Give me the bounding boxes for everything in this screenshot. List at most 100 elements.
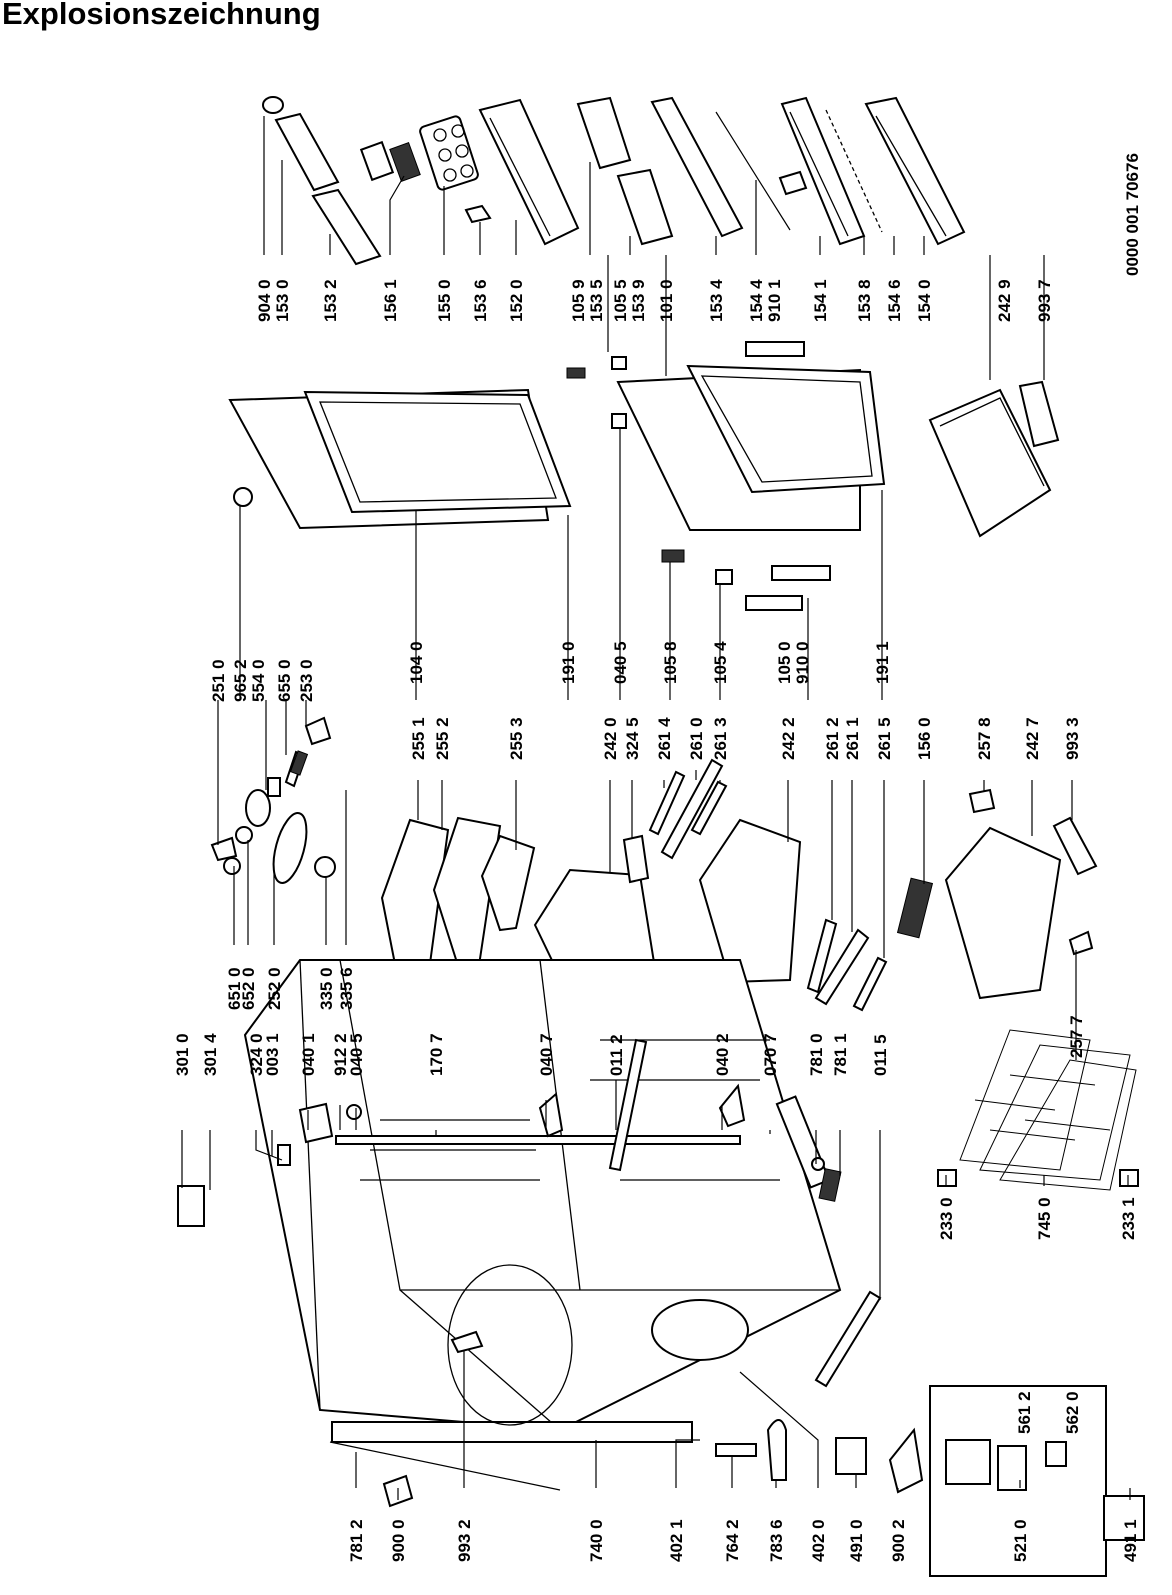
label-402-0: 402 0 [809, 1519, 828, 1562]
rail-261-1-icon [814, 928, 870, 1006]
label-040-5-a: 040 5 [611, 641, 630, 684]
bracket-910-1-icon [745, 341, 805, 357]
label-153-8: 153 8 [855, 279, 874, 322]
clip-257-7-icon [1068, 930, 1094, 956]
knob-253-0-icon [304, 716, 332, 746]
label-255-3: 255 3 [507, 717, 526, 760]
gasket-191-1-icon [686, 364, 886, 494]
label-040-5-b: 040 5 [347, 1033, 366, 1076]
label-900-0: 900 0 [389, 1519, 408, 1562]
label-781-0: 781 0 [807, 1033, 826, 1076]
socket-652-0-icon [235, 826, 253, 844]
foot-233-0-icon [937, 1169, 957, 1187]
label-152-0: 152 0 [507, 279, 526, 322]
label-104-0: 104 0 [407, 641, 426, 684]
lower-door-group [566, 341, 886, 611]
label-153-5: 153 5 [587, 279, 606, 322]
label-335-0: 335 0 [317, 967, 336, 1010]
tube-783-6-icon [766, 1419, 787, 1481]
cabinet-body-icon [243, 959, 842, 1432]
part-655-0-icon [267, 777, 281, 797]
label-040-7: 040 7 [537, 1033, 556, 1076]
label-105-0: 105 0 [775, 641, 794, 684]
shelf-154-0-icon [864, 96, 966, 246]
leader-lines [181, 116, 1131, 1500]
basket-745-0-b-icon [979, 1044, 1131, 1181]
hinge-105-9-icon [566, 367, 586, 379]
filter-764-2-icon [715, 1443, 757, 1457]
part-301-0-icon [177, 1185, 205, 1227]
label-562-0: 562 0 [1063, 1391, 1082, 1434]
label-191-0: 191 0 [559, 641, 578, 684]
part-993-2-icon [450, 1330, 484, 1354]
evaporator-area-icon [447, 1264, 573, 1426]
label-257-7: 257 7 [1067, 1015, 1086, 1058]
label-153-6: 153 6 [471, 279, 490, 322]
spring-335-6-icon [289, 750, 309, 776]
left-parts-group [177, 1038, 1145, 1577]
lower-crisper-group [896, 788, 1098, 1000]
label-242-2: 242 2 [779, 717, 798, 760]
part-562-0-icon [1045, 1441, 1067, 1467]
label-261-2: 261 2 [823, 717, 842, 760]
relay-521-0-icon [945, 1439, 991, 1485]
label-105-5: 105 5 [611, 279, 630, 322]
rail-261-4-icon [648, 770, 686, 836]
label-255-2: 255 2 [433, 717, 452, 760]
label-154-6: 154 6 [885, 279, 904, 322]
compressor-402-0-icon [651, 1299, 749, 1361]
label-040-2: 040 2 [713, 1033, 732, 1076]
drawer-242-7-icon [944, 826, 1062, 1000]
label-491-1: 491 1 [1121, 1519, 1140, 1562]
label-105-4: 105 4 [711, 641, 730, 684]
label-261-1: 261 1 [843, 717, 862, 760]
label-910-1: 910 1 [765, 279, 784, 322]
label-965-2: 965 2 [231, 659, 250, 702]
rail-261-0-icon [660, 758, 724, 860]
label-900-2: 900 2 [889, 1519, 908, 1562]
part-324-0-icon [277, 1144, 291, 1166]
bin-153-5-icon [576, 96, 632, 170]
label-101-0: 101 0 [657, 279, 676, 322]
label-764-2: 764 2 [723, 1519, 742, 1562]
label-242-0: 242 0 [601, 717, 620, 760]
label-255-1: 255 1 [409, 717, 428, 760]
label-301-0: 301 0 [173, 1033, 192, 1076]
label-153-4: 153 4 [707, 279, 726, 322]
rod-781-2-icon [329, 1441, 561, 1491]
label-242-7: 242 7 [1023, 717, 1042, 760]
label-191-1: 191 1 [873, 641, 892, 684]
strip-170-7-icon [335, 1135, 741, 1145]
wire-baskets-group [937, 1029, 1139, 1191]
label-655-0: 655 0 [275, 659, 294, 702]
label-301-4: 301 4 [201, 1033, 220, 1076]
part-781-1-icon [818, 1168, 842, 1202]
part-105-5-icon [611, 356, 627, 370]
label-233-1: 233 1 [1119, 1197, 1138, 1240]
label-070-7: 070 7 [761, 1033, 780, 1076]
upper-door-group [228, 388, 572, 530]
label-253-0: 253 0 [297, 659, 316, 702]
basket-745-0-a-icon [959, 1029, 1091, 1171]
label-993-3: 993 3 [1063, 717, 1082, 760]
label-993-7: 993 7 [1035, 279, 1054, 322]
drawer-242-9-icon [928, 388, 1052, 538]
bracket-910-0-icon [771, 565, 831, 581]
rail-153-8-icon [825, 109, 883, 233]
label-233-0: 233 0 [937, 1197, 956, 1240]
hinge-040-1-icon [298, 1102, 334, 1144]
label-011-5: 011 5 [871, 1034, 890, 1076]
bulb-651-0-icon [223, 857, 241, 875]
label-652-0: 652 0 [239, 967, 258, 1010]
crisper-right-group [928, 380, 1060, 538]
housing-252-0-icon [272, 812, 308, 884]
label-011-2: 011 2 [607, 1034, 626, 1076]
clip-257-8-icon [968, 788, 996, 814]
part-900-2-icon [888, 1427, 924, 1494]
label-491-0: 491 0 [847, 1519, 866, 1562]
label-251-0: 251 0 [209, 659, 228, 702]
label-402-1: 402 1 [667, 1519, 686, 1562]
drawer-242-2-icon [698, 818, 802, 984]
label-154-4: 154 4 [747, 279, 766, 322]
item-156-1a-icon [359, 140, 395, 182]
